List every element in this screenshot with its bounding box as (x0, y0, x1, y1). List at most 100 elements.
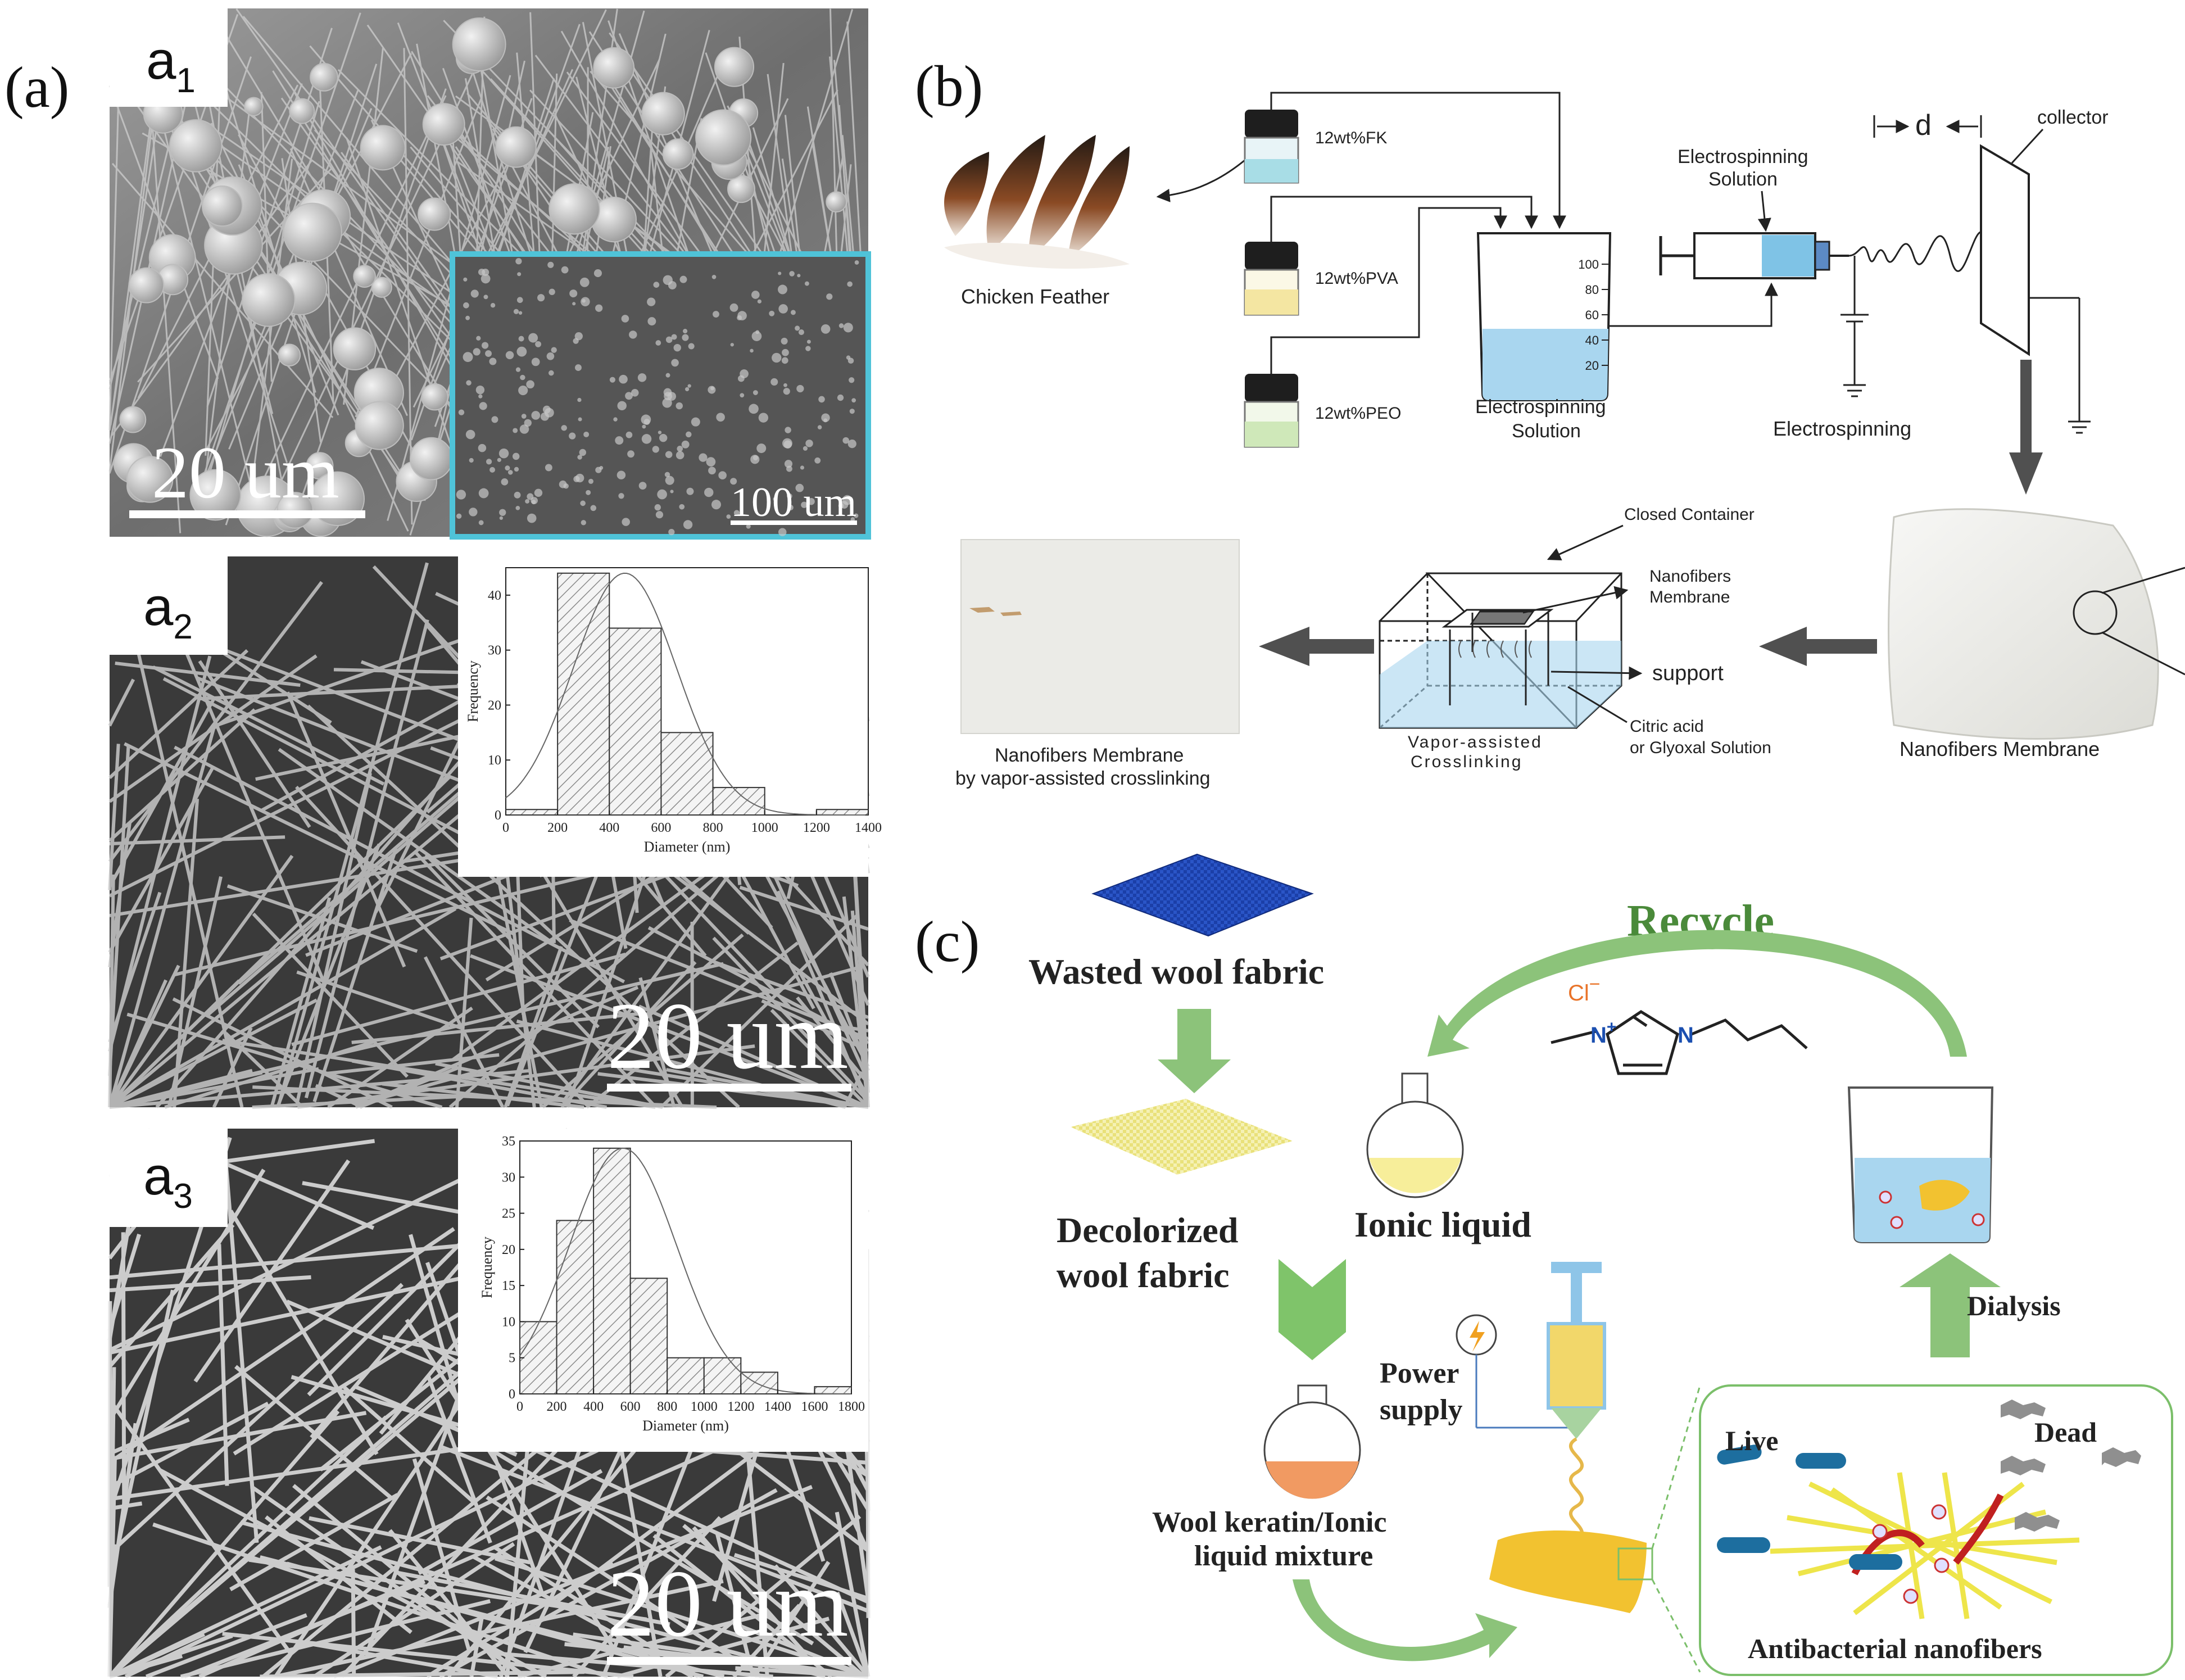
x-tick-label: 1200 (727, 1400, 754, 1414)
inset-particle (470, 289, 479, 298)
y-tick-label: 5 (509, 1351, 515, 1366)
fiber-strand (746, 1455, 769, 1677)
chicken-feather-image (944, 135, 1130, 269)
x-tick-label: 200 (547, 1400, 567, 1414)
dead-label: Dead (2034, 1416, 2097, 1448)
fiber-strand (418, 1469, 603, 1575)
fiber-strand (396, 1570, 670, 1627)
inset-particle (653, 282, 660, 288)
inset-particle (619, 374, 628, 384)
bead (355, 401, 404, 450)
vial-pva (1244, 242, 1299, 316)
fiber-strand (229, 1493, 399, 1592)
bead (244, 97, 264, 116)
inset-particle (629, 330, 637, 339)
beaker-to-syringe-line (1608, 282, 1778, 327)
inset-particle (456, 490, 466, 500)
nanofiber-mat (1489, 1530, 1647, 1613)
inset-particle (479, 402, 487, 410)
fiber-strand (108, 775, 452, 1109)
inset-particle (708, 467, 716, 475)
bead (119, 406, 147, 433)
inset-particle (677, 446, 683, 452)
x-tick-label: 1400 (855, 821, 882, 835)
inset-particle (486, 459, 492, 465)
inset-particle (676, 451, 684, 460)
x-tick-label: 0 (516, 1400, 523, 1414)
fiber-strand (115, 661, 301, 687)
fiber-strand (148, 66, 264, 536)
fiber-strand (202, 112, 250, 496)
inset-particle (466, 380, 472, 386)
inset-particle (641, 434, 652, 444)
live-label: Live (1725, 1425, 1778, 1456)
fiber-strand (124, 1428, 642, 1679)
inset-particle (789, 271, 795, 277)
power-supply-label-1: Power (1380, 1357, 1459, 1389)
crosslink-label-2: Crosslinking (1411, 753, 1522, 771)
fiber-strand (124, 742, 515, 936)
inset-particle (683, 329, 688, 334)
bead (310, 63, 338, 92)
fiber-strand (441, 1419, 814, 1646)
histogram-bar (557, 572, 610, 816)
inset-particle (821, 413, 830, 422)
inset-particle (850, 517, 855, 522)
inset-particle (708, 386, 716, 394)
inset-particle (590, 505, 597, 511)
inset-particle (642, 424, 646, 429)
bead (452, 17, 506, 71)
inset-particle (514, 467, 519, 472)
inset-particle (593, 269, 602, 278)
syringe-label-pointer (1757, 191, 1771, 232)
inset-particle (527, 513, 537, 523)
inset-particle (515, 258, 522, 265)
inset-particle (684, 387, 690, 392)
fiber-strand (158, 1468, 547, 1679)
x-tick-label: 400 (583, 1400, 604, 1414)
inset-particle (778, 284, 787, 295)
inset-particle (478, 443, 487, 452)
inset-particle (668, 281, 677, 289)
fiber-jet (1848, 231, 1991, 272)
fiber-strand (108, 678, 135, 727)
inset-particle (797, 274, 801, 278)
inset-particle (579, 277, 590, 287)
vial-to-beaker-lines (1270, 92, 1566, 374)
inset-particle (519, 424, 529, 434)
inset-particle (808, 497, 815, 505)
inset-particle (631, 389, 639, 397)
y-tick-label: 20 (488, 698, 501, 713)
inset-particle (663, 388, 672, 397)
fiber-strand (108, 1415, 388, 1678)
fiber-strand (108, 1545, 382, 1679)
inset-particle (513, 309, 519, 314)
inset-particle (783, 383, 787, 387)
fiber-strand (715, 1533, 755, 1677)
inset-particle (655, 511, 664, 519)
fiber-strand (108, 699, 499, 898)
inset-particle (773, 497, 777, 501)
zoom-line-top (1651, 1385, 1701, 1549)
bead (695, 109, 752, 166)
bead (662, 138, 694, 170)
inset-particle (507, 470, 513, 475)
fiber-strand (343, 1385, 475, 1504)
bead (593, 47, 635, 89)
fiber-strand (198, 1447, 719, 1679)
inset-particle (480, 274, 491, 284)
inset-particle (673, 343, 681, 352)
fiber-strand (108, 1227, 455, 1464)
bead (826, 191, 847, 213)
inset-particle (531, 411, 541, 420)
fiber-strand (274, 1579, 724, 1679)
inset-particle (569, 289, 578, 298)
inset-particle (826, 293, 833, 300)
mixture-flask (1263, 1384, 1361, 1499)
inset-particle (757, 299, 761, 304)
x-tick-label: 1600 (801, 1400, 828, 1414)
inset-particle (579, 449, 587, 456)
fiber-strand (108, 979, 167, 1108)
fiber-strand (109, 1275, 311, 1293)
fiber-strand (796, 996, 870, 1085)
